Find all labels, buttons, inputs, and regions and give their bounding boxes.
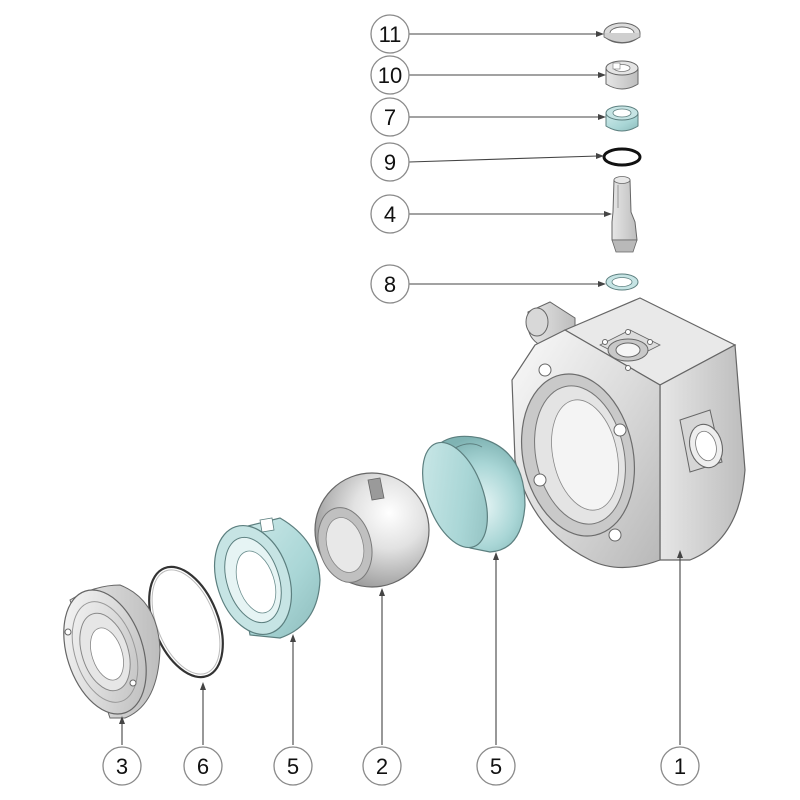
svg-text:6: 6	[197, 754, 209, 779]
callout-6: 6	[183, 746, 223, 786]
stem	[611, 176, 638, 253]
callout-2: 2	[362, 746, 402, 786]
leader-lines	[119, 31, 683, 745]
svg-text:9: 9	[384, 150, 396, 175]
svg-text:8: 8	[384, 272, 396, 297]
stem-o-ring	[602, 147, 642, 167]
svg-text:4: 4	[384, 202, 396, 227]
valve-body	[511, 297, 746, 569]
stem-seal	[605, 273, 639, 291]
svg-text:1: 1	[674, 754, 686, 779]
callout-8: 8	[370, 264, 410, 304]
thrust-washer	[603, 22, 641, 44]
svg-text:5: 5	[490, 754, 502, 779]
svg-text:5: 5	[287, 754, 299, 779]
callout-5-right: 5	[476, 746, 516, 786]
svg-text:11: 11	[379, 22, 402, 47]
ball	[314, 472, 430, 588]
svg-text:7: 7	[384, 105, 396, 130]
gland-nut	[605, 60, 639, 90]
end-cap	[63, 584, 161, 719]
svg-text:3: 3	[116, 754, 128, 779]
callout-1: 1	[660, 746, 700, 786]
seat-left	[214, 517, 321, 639]
stem-packing	[605, 105, 639, 132]
callout-7: 7	[370, 97, 410, 137]
callout-9: 9	[370, 142, 410, 182]
svg-text:2: 2	[376, 754, 388, 779]
callout-3: 3	[102, 746, 142, 786]
svg-text:10: 10	[378, 63, 402, 88]
seat-right	[422, 435, 526, 553]
callout-4: 4	[370, 194, 410, 234]
callout-11: 11	[370, 14, 410, 54]
callout-10: 10	[370, 55, 410, 95]
callout-5-left: 5	[273, 746, 313, 786]
